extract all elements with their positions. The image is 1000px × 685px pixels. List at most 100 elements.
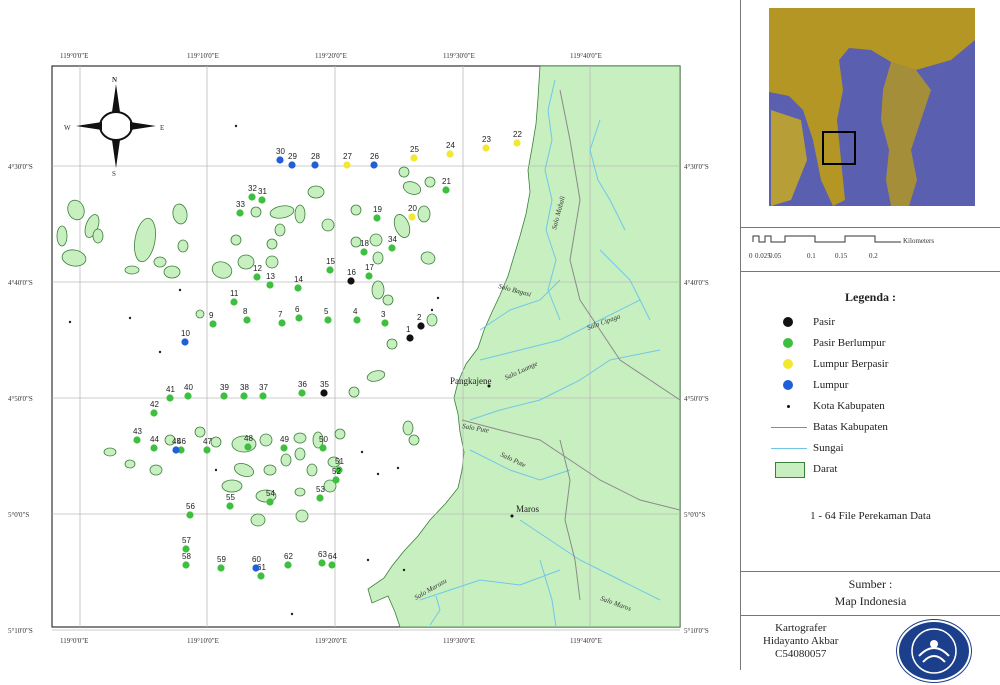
legend-label: Pasir Berlumpur [813,337,886,349]
legend-label: Lumpur [813,379,849,391]
district-boundaries [461,89,681,601]
legend-item-lumpur: Lumpur [769,377,848,393]
sampling-point-label: 53 [316,485,325,494]
sampling-point-label: 20 [408,204,417,213]
sampling-point-label: 4 [353,307,358,316]
island-shape [56,225,68,247]
sampling-point [513,139,521,147]
map-frame[interactable]: N S W E 119°0'0"E 119°10'0"E 119°20'0"E … [0,0,740,670]
scale-tick: 0 [749,252,753,260]
sampling-point [373,214,381,222]
sampling-point-label: 63 [318,550,327,559]
island-shape [420,251,436,265]
sampling-point [288,161,296,169]
sampling-point [209,320,217,328]
lat-label: 5°10'0"S [8,627,33,635]
sampling-point [347,277,355,285]
island-shape [210,436,222,448]
island-shape [149,464,163,476]
sampling-point [217,564,225,572]
sampling-point-label: 50 [319,435,328,444]
island-shape [294,204,306,224]
lon-labels-top: 119°0'0"E 119°10'0"E 119°20'0"E 119°30'0… [60,52,602,60]
map-canvas[interactable]: N S W E 119°0'0"E 119°10'0"E 119°20'0"E … [0,0,740,670]
sampling-point [166,394,174,402]
island-shape [327,456,341,468]
source-name: Map Indonesia [834,594,907,608]
speck [366,558,370,562]
island-shape [306,463,318,477]
island-shape [426,313,438,327]
sampling-point [417,322,425,330]
sampling-point-label: 2 [417,313,422,322]
sampling-point [295,314,303,322]
sampling-point [203,446,211,454]
island-shape [369,233,383,247]
legend-item-kota: Kota Kabupaten [769,398,885,414]
legend-label: Batas Kabupaten [813,421,888,433]
island-shape [294,487,306,497]
legend-title: Legenda : [845,290,896,304]
lat-label: 4°40'0"S [684,279,709,287]
island-shape [233,463,255,477]
sampling-point-label: 34 [388,235,397,244]
sampling-point [298,389,306,397]
sampling-point-label: 9 [209,311,214,320]
legend-item-batas: Batas Kabupaten [769,419,888,435]
lat-label: 4°50'0"S [8,395,33,403]
sampling-point-label: 40 [184,383,193,392]
sampling-point-label: 47 [203,437,212,446]
sampling-point-label: 42 [150,400,159,409]
sampling-point-label: 26 [370,152,379,161]
towns: Pangkajene Maros [450,376,539,518]
legend-item-lumpur-berpasir: Lumpur Berpasir [769,356,888,372]
sampling-point [244,443,252,451]
scale-bar: Kilometers 0 0.025 0.05 0.1 0.15 0.2 [749,235,934,260]
sampling-point-label: 22 [513,130,522,139]
sampling-point [226,502,234,510]
compass-rose: N S W E [64,76,164,178]
sampling-point [248,193,256,201]
credit-text: Kartografer Hidayanto Akbar C54080057 [763,622,838,661]
sampling-point [259,392,267,400]
sampling-point [181,338,189,346]
sampling-point [284,561,292,569]
island-shape [312,431,324,449]
lon-label: 119°10'0"E [187,637,219,645]
lat-label: 4°40'0"S [8,279,33,287]
island-shape [194,426,206,438]
sampling-point [220,392,228,400]
sampling-point [353,316,361,324]
scale-tick: 0.025 [755,252,771,260]
lon-label: 119°30'0"E [443,52,475,60]
island-shape [424,176,436,188]
sampling-point [172,446,180,454]
sampling-point [332,476,340,484]
town-label: Pangkajene [450,376,491,386]
legend-label: Sungai [813,442,844,454]
island-shape [164,434,176,446]
island-shape [402,420,414,436]
lon-label: 119°40'0"E [570,52,602,60]
credit-name: Hidayanto Akbar [763,635,839,647]
sampling-point-label: 13 [266,272,275,281]
island-shape [266,238,278,250]
lon-label: 119°0'0"E [60,637,88,645]
island-shape [366,370,386,382]
sampling-point [370,161,378,169]
inset-map [769,8,975,206]
island-shape [230,234,242,246]
speck [436,296,440,300]
lat-label: 4°30'0"S [684,163,709,171]
island-shape [172,203,188,225]
island-shape [307,185,325,199]
speck [234,124,238,128]
island-shape [295,509,309,523]
island-shape [398,166,410,178]
side-panel: Kilometers 0 0.025 0.05 0.1 0.15 0.2 Leg… [740,0,1000,682]
sampling-point-label: 57 [182,536,191,545]
compass-e-label: E [160,124,164,132]
sampling-point-label: 23 [482,135,491,144]
sampling-point [253,273,261,281]
